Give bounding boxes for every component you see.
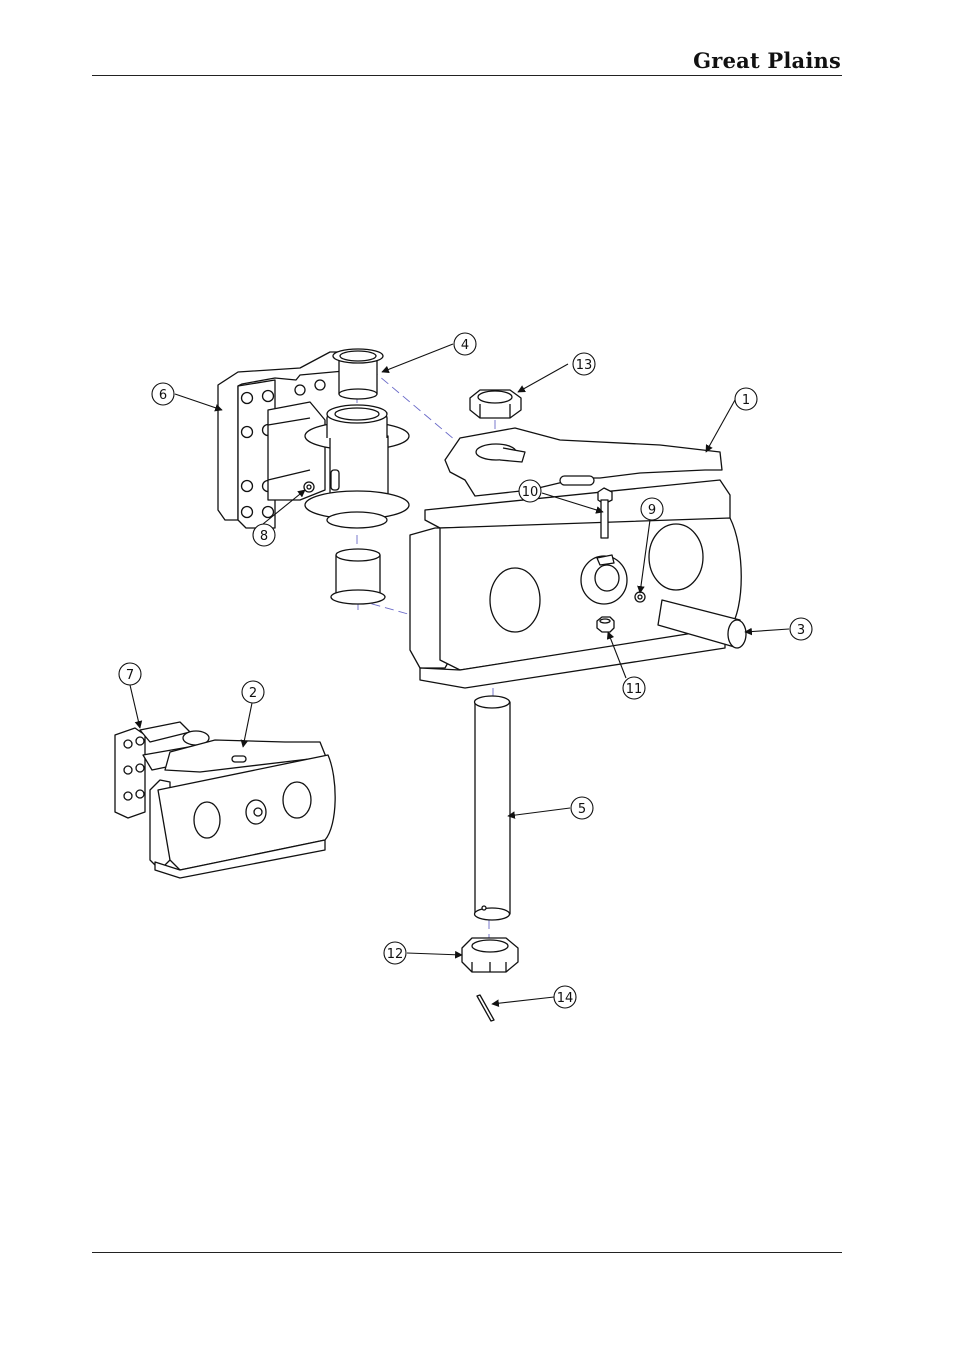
callout-14: 14 bbox=[554, 986, 576, 1008]
callout-1: 1 bbox=[735, 388, 757, 410]
svg-text:2: 2 bbox=[249, 686, 257, 701]
cotter-pin bbox=[477, 995, 494, 1021]
callout-11: 11 bbox=[623, 677, 645, 699]
svg-text:12: 12 bbox=[387, 947, 404, 962]
grease-fitting bbox=[304, 482, 314, 492]
set-screw bbox=[635, 592, 645, 602]
shaft-collar bbox=[581, 555, 627, 604]
callout-9: 9 bbox=[641, 498, 663, 520]
svg-text:9: 9 bbox=[648, 503, 656, 518]
svg-text:1: 1 bbox=[742, 393, 750, 408]
callout-2: 2 bbox=[242, 681, 264, 703]
callout-8: 8 bbox=[253, 524, 275, 546]
top-hex-nut bbox=[470, 390, 521, 418]
castle-nut bbox=[462, 938, 518, 972]
svg-text:7: 7 bbox=[126, 668, 134, 683]
mount-plate-assembly bbox=[218, 352, 409, 528]
upper-bushing bbox=[333, 349, 383, 399]
svg-text:5: 5 bbox=[578, 802, 586, 817]
callout-6: 6 bbox=[152, 383, 174, 405]
callout-13: 13 bbox=[573, 353, 595, 375]
pivot-shaft bbox=[475, 696, 511, 920]
callout-7: 7 bbox=[119, 663, 141, 685]
svg-text:13: 13 bbox=[576, 358, 593, 373]
svg-text:3: 3 bbox=[797, 623, 805, 638]
callout-10: 10 bbox=[519, 480, 541, 502]
svg-text:11: 11 bbox=[626, 682, 643, 697]
svg-text:6: 6 bbox=[159, 388, 167, 403]
svg-text:14: 14 bbox=[557, 991, 574, 1006]
lock-nut bbox=[597, 617, 614, 632]
svg-text:4: 4 bbox=[461, 338, 469, 353]
lower-bushing bbox=[331, 549, 385, 604]
callout-3: 3 bbox=[790, 618, 812, 640]
callout-12: 12 bbox=[384, 942, 406, 964]
pivot-bracket-main bbox=[410, 428, 741, 688]
svg-text:10: 10 bbox=[522, 485, 539, 500]
callout-5: 5 bbox=[571, 797, 593, 819]
callout-4: 4 bbox=[454, 333, 476, 355]
assembled-hitch-view bbox=[115, 722, 335, 878]
svg-text:8: 8 bbox=[260, 529, 268, 544]
